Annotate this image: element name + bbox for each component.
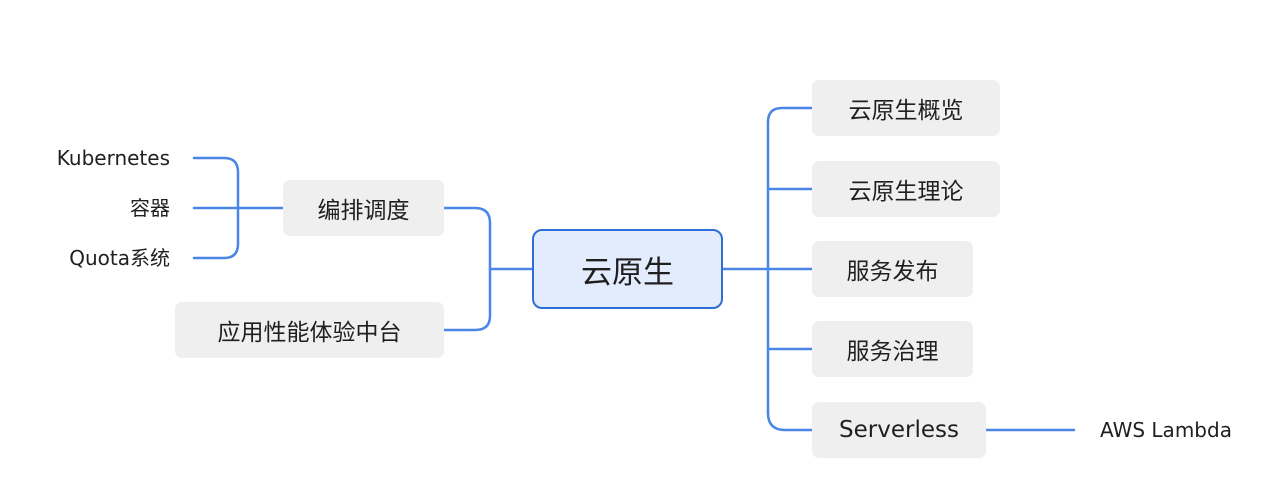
- link-right-1: [766, 106, 814, 124]
- node-orchestration[interactable]: 编排调度: [283, 180, 444, 236]
- node-serverless[interactable]: Serverless: [812, 402, 986, 458]
- node-overview[interactable]: 云原生概览: [812, 80, 1000, 136]
- leaf-quota[interactable]: Quota系统: [69, 246, 170, 270]
- link-left-upper: [442, 206, 492, 271]
- leaf-kubernetes[interactable]: Kubernetes: [56, 146, 170, 170]
- link-orch-quota: [192, 206, 240, 260]
- leaf-aws-lambda[interactable]: AWS Lambda: [1100, 418, 1232, 442]
- node-theory[interactable]: 云原生理论: [812, 161, 1000, 217]
- node-governance[interactable]: 服务治理: [812, 321, 973, 377]
- link-right-5: [766, 411, 814, 432]
- node-apm[interactable]: 应用性能体验中台: [175, 302, 444, 358]
- node-release[interactable]: 服务发布: [812, 241, 973, 297]
- root-node[interactable]: 云原生: [532, 229, 723, 309]
- link-left-lower: [442, 267, 492, 332]
- leaf-container[interactable]: 容器: [130, 196, 170, 220]
- link-orch-kubernetes: [192, 156, 240, 210]
